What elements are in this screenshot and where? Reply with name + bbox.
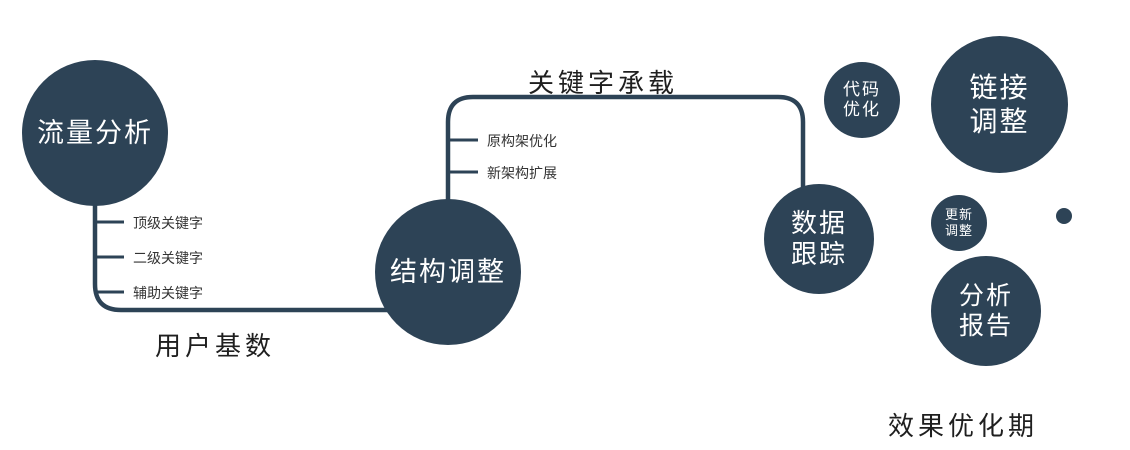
node-update-adjustment: 更新 调整: [931, 195, 987, 251]
edge-label-keyword-carrying: 关键字承载: [528, 68, 679, 98]
edge-user-base-path: [92, 170, 430, 313]
node-label: 结构调整: [390, 256, 506, 287]
node-label: 流量分析: [37, 117, 153, 148]
node-link-adjustment: 链接 调整: [931, 36, 1068, 173]
node-structure-adjustment: 结构调整: [375, 199, 521, 345]
tick-label-top-keywords: 顶级关键字: [133, 215, 203, 231]
node-label-line: 数据: [790, 207, 847, 238]
tick-marks: [95, 138, 478, 294]
node-label-line: 跟踪: [790, 239, 847, 269]
tick-label-second-keywords: 二级关键字: [133, 250, 203, 266]
node-label-line: 更新: [944, 207, 973, 223]
tick-label-original-arch-optimization: 原构架优化: [487, 133, 557, 149]
node-traffic-analysis: 流量分析: [22, 60, 168, 206]
node-label-line: 报告: [958, 312, 1013, 340]
node-label-line: 代码: [843, 79, 881, 99]
caption-effect-optimization-period: 效果优化期: [888, 411, 1039, 441]
edge-keyword-carrying-path: [445, 94, 806, 280]
node-label-line: 链接: [969, 71, 1030, 103]
node-analysis-report: 分析 报告: [931, 256, 1041, 366]
node-label-line: 调整: [944, 223, 973, 238]
node-label-line: 优化: [843, 100, 881, 119]
edge-label-user-base: 用户基数: [155, 331, 276, 361]
node-label-line: 分析: [958, 282, 1013, 310]
node-code-optimization: 代码 优化: [824, 62, 900, 138]
tick-label-aux-keywords: 辅助关键字: [133, 285, 203, 301]
node-data-tracking: 数据 跟踪: [764, 184, 874, 294]
tick-label-new-arch-expansion: 新架构扩展: [487, 165, 557, 181]
dot-marker: [1056, 208, 1072, 224]
node-label-line: 调整: [969, 105, 1030, 137]
